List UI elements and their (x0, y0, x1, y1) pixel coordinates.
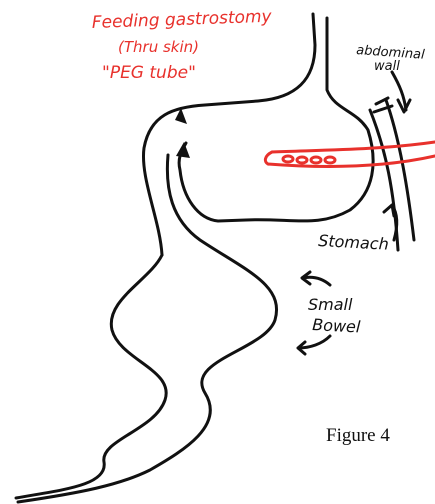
small-bowel-label-line2: Bowel (312, 315, 362, 337)
stomach-label: Stomach (318, 231, 389, 254)
abdominal-wall-pointer (392, 72, 410, 112)
small-bowel-pointer-upper (302, 272, 330, 285)
feeding-title-line1: Feeding gastrostomy (91, 7, 272, 33)
peg-hole (311, 157, 321, 163)
peg-hole (325, 157, 335, 163)
peg-tube-holes (283, 156, 335, 163)
small-bowel-left-wall (16, 255, 166, 498)
small-bowel-right-wall (18, 155, 277, 502)
feeding-title-line2: (Thru skin) (118, 38, 199, 56)
figure-caption: Figure 4 (326, 425, 390, 447)
peg-hole (283, 156, 293, 162)
pylorus-arrow-lower (176, 142, 190, 158)
small-bowel-pointer-lower (298, 336, 330, 354)
abdominal-label-line2: wall (374, 59, 400, 74)
stomach-inner-wall (179, 18, 373, 221)
feeding-title-line3: "PEG tube" (102, 63, 196, 83)
peg-hole (297, 157, 307, 163)
small-bowel-label-line1: Small (308, 295, 353, 314)
abdominal-wall-inner (386, 100, 414, 240)
